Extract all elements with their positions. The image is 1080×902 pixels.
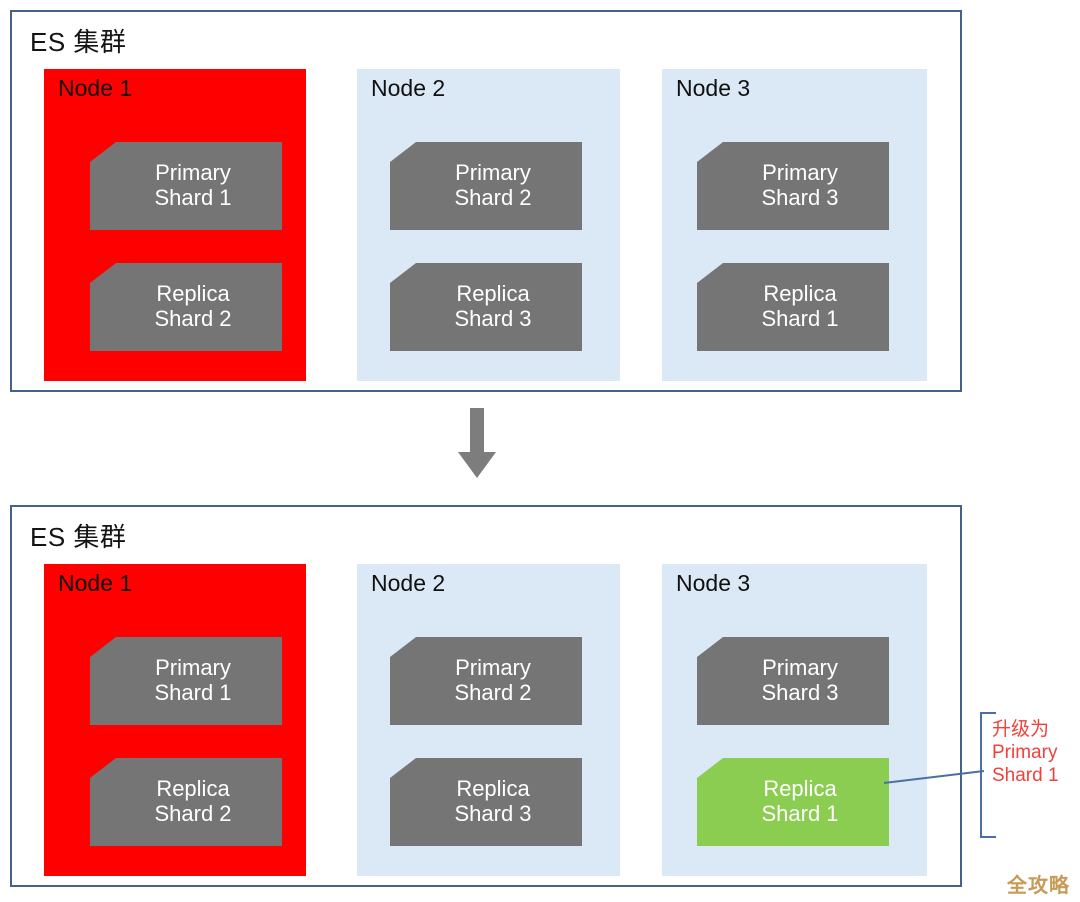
annotation-bracket — [980, 712, 996, 838]
shard-line-1: Primary — [762, 655, 838, 681]
annotation-line-1: 升级为 — [992, 719, 1050, 740]
shard-line-2: Shard 3 — [761, 185, 839, 210]
node-1-after-label: Node 1 — [58, 570, 133, 596]
shard-line-1: Primary — [455, 655, 531, 681]
shard-line-1: Primary — [155, 655, 231, 681]
transition-arrow — [455, 408, 499, 480]
node-2-before[interactable]: Node 2 Primary Shard 2 Replica Shard 3 — [357, 69, 620, 381]
shard-primary-1-node1-after[interactable]: Primary Shard 1 — [90, 637, 282, 725]
shard-line-2: Shard 2 — [454, 680, 532, 705]
shard-line-1: Replica — [156, 281, 230, 307]
shard-line-2: Shard 1 — [154, 680, 232, 705]
node-3-before-label: Node 3 — [676, 75, 751, 101]
cluster-after: ES 集群 Node 1 Primary Shard 1 Replica Sha… — [10, 505, 962, 887]
shard-line-1: Replica — [156, 776, 230, 802]
annotation-text: 升级为 Primary Shard 1 — [992, 718, 1059, 788]
shard-line-1: Replica — [456, 776, 530, 802]
shard-primary-3-node3-after[interactable]: Primary Shard 3 — [697, 637, 889, 725]
shard-line-1: Primary — [762, 160, 838, 186]
node-3-after-label: Node 3 — [676, 570, 751, 596]
node-3-before[interactable]: Node 3 Primary Shard 3 Replica Shard 1 — [662, 69, 927, 381]
shard-line-1: Replica — [456, 281, 530, 307]
shard-replica-2-node1-after[interactable]: Replica Shard 2 — [90, 758, 282, 846]
shard-replica-2-node1-before[interactable]: Replica Shard 2 — [90, 263, 282, 351]
shard-line-2: Shard 2 — [454, 185, 532, 210]
shard-line-2: Shard 2 — [154, 801, 232, 826]
shard-line-1: Replica — [763, 776, 837, 802]
shard-line-2: Shard 3 — [454, 801, 532, 826]
node-1-after[interactable]: Node 1 Primary Shard 1 Replica Shard 2 — [44, 564, 306, 876]
shard-line-1: Primary — [155, 160, 231, 186]
node-2-after[interactable]: Node 2 Primary Shard 2 Replica Shard 3 — [357, 564, 620, 876]
shard-line-2: Shard 3 — [761, 680, 839, 705]
shard-line-2: Shard 2 — [154, 306, 232, 331]
shard-line-2: Shard 3 — [454, 306, 532, 331]
shard-line-2: Shard 1 — [761, 306, 839, 331]
shard-replica-1-node3-after-promoted[interactable]: Replica Shard 1 — [697, 758, 889, 846]
node-2-after-label: Node 2 — [371, 570, 446, 596]
node-1-before-label: Node 1 — [58, 75, 133, 101]
shard-line-2: Shard 1 — [154, 185, 232, 210]
node-3-after[interactable]: Node 3 Primary Shard 3 Replica Shard 1 — [662, 564, 927, 876]
node-1-before[interactable]: Node 1 Primary Shard 1 Replica Shard 2 — [44, 69, 306, 381]
shard-primary-2-node2-after[interactable]: Primary Shard 2 — [390, 637, 582, 725]
shard-replica-3-node2-after[interactable]: Replica Shard 3 — [390, 758, 582, 846]
down-arrow-icon — [458, 408, 496, 478]
shard-line-1: Primary — [455, 160, 531, 186]
shard-primary-2-node2-before[interactable]: Primary Shard 2 — [390, 142, 582, 230]
shard-line-1: Replica — [763, 281, 837, 307]
shard-line-2: Shard 1 — [761, 801, 839, 826]
cluster-before-title: ES 集群 — [30, 27, 127, 57]
shard-primary-3-node3-before[interactable]: Primary Shard 3 — [697, 142, 889, 230]
shard-replica-3-node2-before[interactable]: Replica Shard 3 — [390, 263, 582, 351]
watermark-label: 全攻略 — [1007, 875, 1070, 897]
node-2-before-label: Node 2 — [371, 75, 446, 101]
annotation-line-2: Primary — [992, 742, 1058, 764]
shard-replica-1-node3-before[interactable]: Replica Shard 1 — [697, 263, 889, 351]
shard-primary-1-node1-before[interactable]: Primary Shard 1 — [90, 142, 282, 230]
cluster-before: ES 集群 Node 1 Primary Shard 1 Replica Sha… — [10, 10, 962, 392]
annotation-line-3: Shard 1 — [992, 765, 1059, 787]
annotation-connector-line — [883, 770, 985, 784]
cluster-after-title: ES 集群 — [30, 522, 127, 552]
